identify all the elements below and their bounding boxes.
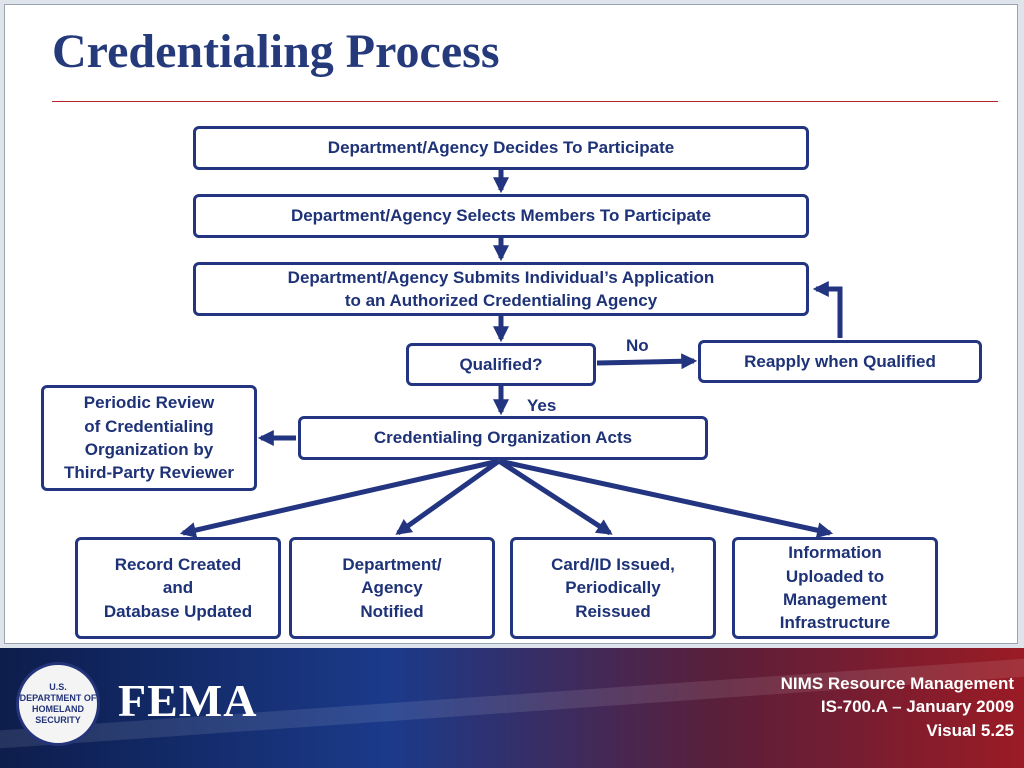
- arrow-acts-to-record: [179, 458, 500, 538]
- step-periodic-review: Periodic Review of Credentialing Organiz…: [41, 385, 257, 491]
- arrow-reapply-to-submit: [812, 280, 843, 338]
- arrow-acts-to-card: [497, 458, 613, 536]
- step-select-members: Department/Agency Selects Members To Par…: [193, 194, 809, 238]
- outcome-record-created: Record Created and Database Updated: [75, 537, 281, 639]
- outcome-info-uploaded: Information Uploaded to Management Infra…: [732, 537, 938, 639]
- step-reapply-when-qualified: Reapply when Qualified: [698, 340, 982, 383]
- course-info: NIMS Resource Management IS-700.A – Janu…: [781, 672, 1014, 742]
- title-divider: [52, 101, 998, 102]
- course-title: NIMS Resource Management: [780, 674, 1014, 693]
- label-no: No: [626, 336, 649, 355]
- step-decide-to-participate: Department/Agency Decides To Participate: [193, 126, 809, 170]
- fema-wordmark: FEMA: [118, 675, 258, 726]
- arrow-acts-to-notified: [395, 458, 501, 536]
- arrow-acts-to-info: [498, 458, 834, 539]
- step-credentialing-org-acts: Credentialing Organization Acts: [298, 416, 708, 460]
- decision-qualified: Qualified?: [406, 343, 596, 386]
- slide-title: Credentialing Process: [52, 25, 500, 78]
- arrow-no-to-reapply: [596, 353, 698, 370]
- course-code-date: IS-700.A – January 2009: [820, 697, 1014, 717]
- outcome-card-issued: Card/ID Issued, Periodically Reissued: [510, 537, 716, 639]
- dhs-seal-icon: U.S. DEPARTMENT OF HOMELAND SECURITY: [16, 662, 100, 746]
- outcome-agency-notified: Department/ Agency Notified: [289, 537, 495, 639]
- visual-number: Visual 5.25: [926, 720, 1014, 740]
- flow-connectors: [179, 170, 843, 539]
- label-yes: Yes: [527, 396, 557, 415]
- footer-banner: U.S. DEPARTMENT OF HOMELAND SECURITY FEM…: [0, 648, 1024, 768]
- step-submit-application: Department/Agency Submits Individual’s A…: [193, 262, 809, 316]
